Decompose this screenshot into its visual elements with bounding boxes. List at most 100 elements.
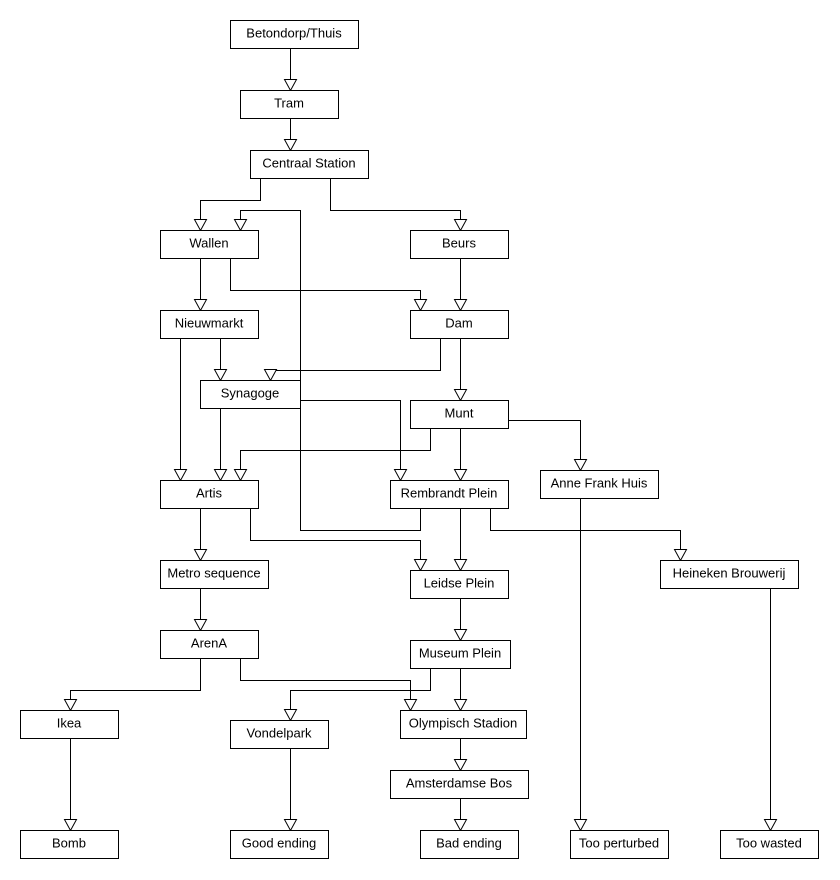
arrowhead-icon <box>413 559 428 572</box>
arrowhead-icon <box>453 559 468 572</box>
arrowhead-icon <box>193 549 208 562</box>
node-label: Tram <box>274 96 304 111</box>
node-box <box>230 720 329 749</box>
edge-arena-to-olympisch <box>240 658 418 712</box>
node-ikea: Ikea <box>20 710 119 739</box>
node-box <box>160 480 259 509</box>
node-synagoge: Synagoge <box>200 380 301 409</box>
edge-synagoge-to-rembrandt <box>300 400 408 482</box>
arrowhead-icon <box>173 469 188 482</box>
node-label: Wallen <box>189 236 228 251</box>
arrowhead-icon <box>453 699 468 712</box>
edge-nieuwmarkt-to-artis <box>173 338 188 482</box>
edge-munt-to-annefrank <box>508 420 588 472</box>
node-label: ArenA <box>191 636 227 651</box>
node-box <box>160 560 269 589</box>
node-wallen: Wallen <box>160 230 259 259</box>
node-heineken: Heineken Brouwerij <box>660 560 799 589</box>
node-box <box>410 640 511 669</box>
node-box <box>660 560 799 589</box>
edge-line <box>230 258 421 300</box>
edge-arena-to-ikea <box>63 658 201 712</box>
arrowhead-icon <box>63 699 78 712</box>
arrowhead-icon <box>573 819 588 832</box>
node-label: Ikea <box>57 716 82 731</box>
node-box <box>160 630 259 659</box>
node-label: Museum Plein <box>419 646 501 661</box>
node-box <box>570 830 669 859</box>
node-box <box>20 710 119 739</box>
edge-centraal-to-beurs <box>330 178 468 232</box>
node-artis: Artis <box>160 480 259 509</box>
node-box <box>250 150 369 179</box>
node-label: Munt <box>445 406 474 421</box>
node-bomb: Bomb <box>20 830 119 859</box>
edge-ikea-to-bomb <box>63 738 78 832</box>
node-box <box>540 470 659 499</box>
edge-line <box>270 338 441 371</box>
node-nieuwmarkt: Nieuwmarkt <box>160 310 259 339</box>
edge-bos-to-bad <box>453 798 468 832</box>
node-label: Beurs <box>442 236 476 251</box>
edge-dam-to-synagoge <box>263 338 441 382</box>
node-vondelpark: Vondelpark <box>230 720 329 749</box>
edge-line <box>240 210 421 531</box>
edge-rembrandt-to-leidse <box>453 508 468 572</box>
edge-heineken-to-wasted <box>763 588 778 832</box>
node-label: Amsterdamse Bos <box>406 776 513 791</box>
arrowhead-icon <box>213 369 228 382</box>
node-betondorp: Betondorp/Thuis <box>230 20 359 49</box>
edge-tram-to-centraal <box>283 118 298 152</box>
edge-line <box>330 178 461 220</box>
arrowhead-icon <box>453 759 468 772</box>
node-box <box>410 570 509 599</box>
edge-line <box>250 508 421 560</box>
edge-wallen-to-nieuwmarkt <box>193 258 208 312</box>
node-label: Betondorp/Thuis <box>246 26 342 41</box>
edge-munt-to-rembrandt <box>453 428 468 482</box>
node-label: Metro sequence <box>167 566 260 581</box>
node-box <box>390 770 529 799</box>
node-box <box>410 400 509 429</box>
edge-metro-to-arena <box>193 588 208 632</box>
arrowhead-icon <box>193 219 208 232</box>
edge-leidse-to-museum <box>453 598 468 642</box>
diagram-edges <box>63 48 778 832</box>
node-box <box>160 230 259 259</box>
node-box <box>410 230 509 259</box>
node-wasted: Too wasted <box>720 830 819 859</box>
arrowhead-icon <box>453 219 468 232</box>
node-dam: Dam <box>410 310 509 339</box>
node-bos: Amsterdamse Bos <box>390 770 529 799</box>
arrowhead-icon <box>233 219 248 232</box>
node-label: Centraal Station <box>262 156 355 171</box>
node-label: Synagoge <box>221 386 280 401</box>
arrowhead-icon <box>233 469 248 482</box>
node-box <box>160 310 259 339</box>
arrowhead-icon <box>403 699 418 712</box>
edge-line <box>508 420 581 460</box>
node-label: Too perturbed <box>579 836 659 851</box>
arrowhead-icon <box>453 299 468 312</box>
edge-line <box>490 508 681 550</box>
arrowhead-icon <box>263 369 278 382</box>
node-beurs: Beurs <box>410 230 509 259</box>
edge-vondelpark-to-good <box>283 748 298 832</box>
node-museum: Museum Plein <box>410 640 511 669</box>
node-olympisch: Olympisch Stadion <box>400 710 527 739</box>
edge-munt-to-artis <box>233 428 431 482</box>
node-box <box>240 90 339 119</box>
node-munt: Munt <box>410 400 509 429</box>
node-label: Leidse Plein <box>424 576 495 591</box>
node-box <box>20 830 119 859</box>
node-label: Olympisch Stadion <box>409 716 517 731</box>
arrowhead-icon <box>453 389 468 402</box>
edge-synagoge-to-artis <box>213 408 228 482</box>
arrowhead-icon <box>193 619 208 632</box>
node-box <box>410 310 509 339</box>
node-box <box>420 830 519 859</box>
node-perturbed: Too perturbed <box>570 830 669 859</box>
node-annefrank: Anne Frank Huis <box>540 470 659 499</box>
